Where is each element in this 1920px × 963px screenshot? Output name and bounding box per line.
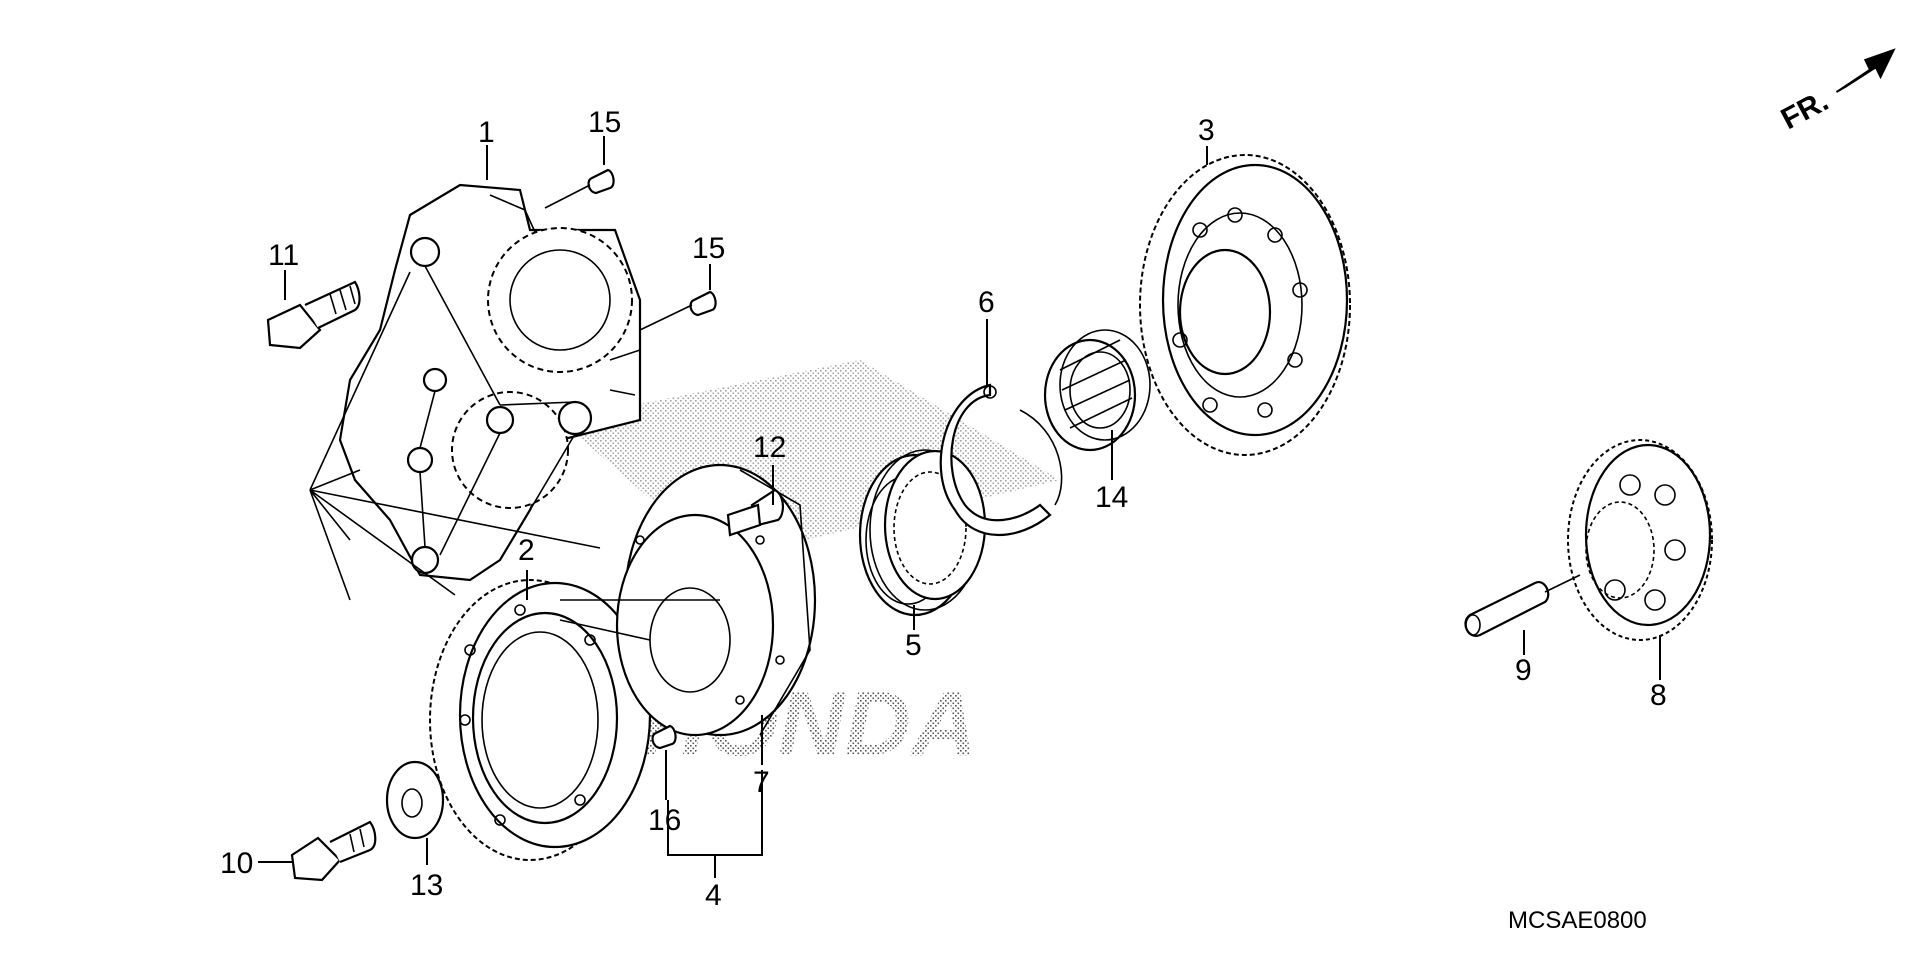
callout-4: 4 [705,879,722,912]
front-arrow-icon [1835,48,1896,93]
gear-part-2 [429,579,652,861]
dowel-pin-part-16 [651,724,677,750]
callout-8: 8 [1650,679,1667,712]
dowel-pin-part-15a [544,168,615,209]
callout-2: 2 [518,534,535,567]
callout-6: 6 [978,286,995,319]
callout-15b: 15 [692,232,725,265]
callout-7: 7 [753,766,770,799]
callout-5: 5 [905,629,922,662]
bolt-part-10 [290,820,377,882]
leader-lines [258,136,1661,878]
bolt-part-12 [726,488,784,537]
driven-gear-part-3 [1139,154,1351,456]
callout-16: 16 [648,804,681,837]
callout-9: 9 [1515,654,1532,687]
drawing-code: MCSAE0800 [1508,907,1647,934]
needle-bearing-part-14 [1043,329,1151,452]
oil-pump-assembly [309,183,642,601]
callout-15a: 15 [588,106,621,139]
shaft-part-9 [1464,574,1581,637]
callout-3: 3 [1198,114,1215,147]
snap-ring-part-6 [939,383,1063,537]
callout-11: 11 [268,239,299,272]
sprag-clutch-part-5 [858,449,987,617]
callout-1: 1 [478,116,495,149]
dowel-pin-part-15b [639,290,717,331]
callout-14: 14 [1095,481,1128,514]
idler-gear-part-8 [1567,439,1713,641]
clutch-hub-part-7 [559,463,817,737]
callout-13: 13 [410,869,443,902]
callout-10: 10 [220,847,253,880]
callout-12: 12 [753,431,786,464]
front-direction-indicator: FR. [1776,48,1896,136]
washer-part-13 [385,760,445,840]
front-label: FR. [1776,84,1834,136]
callouts: 1 2 3 4 5 6 7 8 9 10 11 12 13 14 15 15 1… [220,106,1667,912]
bolt-part-11 [266,280,361,350]
